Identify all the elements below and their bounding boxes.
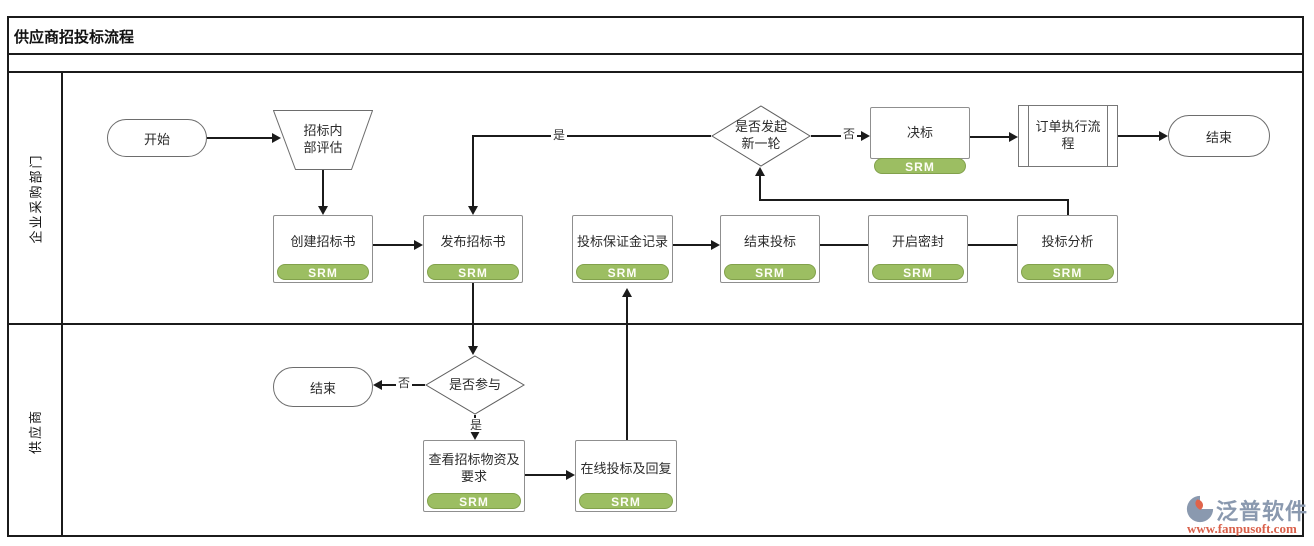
- edge-create-to-publish: [373, 244, 415, 246]
- srm-tag: SRM: [277, 264, 369, 280]
- node-new-round-decision: 是否发起新一轮: [711, 105, 811, 167]
- arrowhead: [470, 431, 480, 440]
- edge-award-to-order: [970, 136, 1010, 138]
- edge-deposit-to-endbidding: [673, 244, 712, 246]
- srm-tag: SRM: [576, 264, 669, 280]
- diamond-shape: [711, 105, 811, 167]
- node-participate-decision: 是否参与: [425, 355, 525, 415]
- header-row-divider: [7, 71, 1304, 73]
- srm-tag: SRM: [724, 264, 816, 280]
- diamond-shape: [425, 355, 525, 415]
- srm-tag: SRM: [579, 493, 673, 509]
- edge-start-to-eval: [207, 137, 274, 139]
- edge-view-to-online: [525, 474, 566, 476]
- edge-openseal-to-analysis: [968, 244, 1017, 246]
- edge-yes-loop-v: [472, 135, 474, 207]
- fanpu-logo-icon: [1186, 495, 1214, 523]
- predefined-bar: [1107, 106, 1108, 166]
- watermark-url: www.fanpusoft.com: [1187, 521, 1297, 536]
- arrowhead: [414, 240, 423, 250]
- edge-analysis-to-decision-h: [759, 199, 1069, 201]
- lane-divider: [7, 323, 1304, 325]
- node-view-materials: 查看招标物资及要求 SRM: [423, 440, 525, 512]
- edge-online-to-deposit: [626, 296, 628, 440]
- srm-tag: SRM: [874, 158, 966, 174]
- srm-tag: SRM: [427, 264, 519, 280]
- node-start: 开始: [107, 119, 207, 157]
- arrowhead: [1009, 132, 1018, 142]
- trapezoid-shape: [273, 110, 373, 170]
- node-end-bidding: 结束投标 SRM: [720, 215, 820, 283]
- arrowhead: [373, 380, 382, 390]
- edge-no-to-award: [811, 135, 861, 137]
- arrowhead: [566, 470, 575, 480]
- edge-eval-to-create: [322, 170, 324, 207]
- srm-tag: SRM: [1021, 264, 1114, 280]
- lane-label-divider: [61, 71, 63, 537]
- predefined-bar: [1028, 106, 1029, 166]
- arrowhead: [861, 131, 870, 141]
- arrowhead: [622, 288, 632, 297]
- node-order-process: 订单执行流程: [1018, 105, 1118, 167]
- srm-tag: SRM: [872, 264, 964, 280]
- title-row-divider: [7, 53, 1304, 55]
- arrowhead: [468, 206, 478, 215]
- node-end-main: 结束: [1168, 115, 1270, 157]
- node-end-supplier: 结束: [273, 367, 373, 407]
- edge-label-no: 否: [396, 376, 413, 390]
- node-open-seal: 开启密封 SRM: [868, 215, 968, 283]
- watermark-brand: 泛普软件: [1216, 499, 1309, 524]
- node-online-bid: 在线投标及回复 SRM: [575, 440, 677, 512]
- arrowhead: [468, 346, 478, 355]
- edge-analysis-to-decision-v1: [1067, 200, 1069, 215]
- edge-endbidding-to-openseal: [820, 244, 868, 246]
- node-bid-analysis: 投标分析 SRM: [1017, 215, 1118, 283]
- lane-label-supplier: 供应商: [28, 408, 44, 454]
- edge-analysis-to-decision-v2: [759, 175, 761, 201]
- arrowhead: [318, 206, 328, 215]
- edge-label-yes: 是: [551, 128, 568, 142]
- edge-label-yes: 是: [468, 418, 485, 432]
- arrowhead: [1159, 131, 1168, 141]
- node-award: 决标 SRM: [870, 107, 970, 174]
- edge-publish-to-participate: [472, 283, 474, 348]
- node-publish-bid: 发布招标书 SRM: [423, 215, 523, 283]
- edge-yes-loop-h: [473, 135, 711, 137]
- lane-label-purchasing: 企业采购部门: [28, 152, 44, 244]
- edge-order-to-end: [1118, 135, 1159, 137]
- edge-label-no: 否: [841, 127, 858, 141]
- node-create-bid: 创建招标书 SRM: [273, 215, 373, 283]
- arrowhead: [711, 240, 720, 250]
- node-internal-eval: 招标内部评估: [273, 110, 373, 170]
- arrowhead: [272, 133, 281, 143]
- srm-tag: SRM: [427, 493, 521, 509]
- diagram-title: 供应商招投标流程: [14, 29, 135, 46]
- diagram-frame: [7, 16, 1304, 537]
- node-deposit-record: 投标保证金记录 SRM: [572, 215, 673, 283]
- arrowhead: [755, 167, 765, 176]
